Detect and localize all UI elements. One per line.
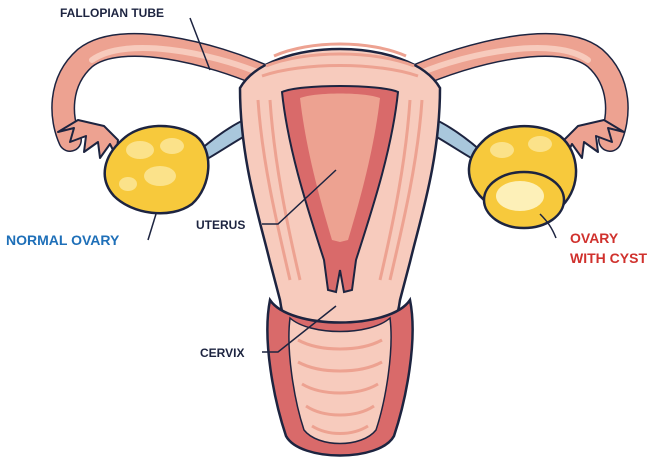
- normal-ovary-illustration: [105, 126, 209, 213]
- label-normal-ovary: NORMAL OVARY: [6, 232, 120, 248]
- label-ovary-with-cyst-line2: WITH CYST: [570, 250, 647, 266]
- normal-ovary-leader: [148, 214, 156, 240]
- label-fallopian-tube: FALLOPIAN TUBE: [60, 6, 164, 20]
- label-cervix: CERVIX: [200, 346, 244, 360]
- label-uterus: UTERUS: [196, 218, 245, 232]
- cervix-illustration: [267, 300, 412, 456]
- ovary-with-cyst-illustration: [469, 126, 576, 228]
- label-ovary-with-cyst-line1: OVARY: [570, 230, 619, 246]
